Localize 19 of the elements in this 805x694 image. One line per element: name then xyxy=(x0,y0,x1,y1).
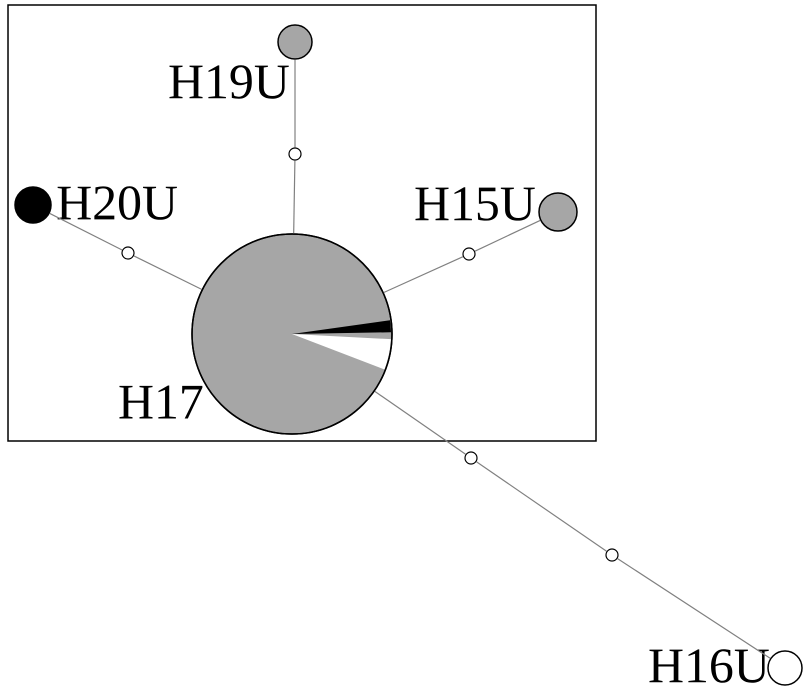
network-line xyxy=(476,461,607,552)
network-line xyxy=(617,558,770,659)
node-label: H17 xyxy=(119,386,202,418)
median-vector-circle xyxy=(288,147,302,161)
median-vector-circle xyxy=(121,246,135,260)
network-line xyxy=(293,160,296,234)
network-line xyxy=(384,256,464,294)
node-label: H16U xyxy=(649,649,769,683)
network-line xyxy=(374,390,466,455)
network-line xyxy=(474,220,540,252)
median-vector-circle xyxy=(462,247,476,261)
node-label: H20U xyxy=(58,186,177,220)
node-label: H15U xyxy=(415,187,535,221)
network-line xyxy=(294,60,296,148)
network-line xyxy=(134,255,202,290)
median-vector-circle xyxy=(464,451,478,465)
node-label: H19U xyxy=(169,65,289,99)
network-line xyxy=(49,212,122,251)
median-vector-circle xyxy=(605,548,619,562)
